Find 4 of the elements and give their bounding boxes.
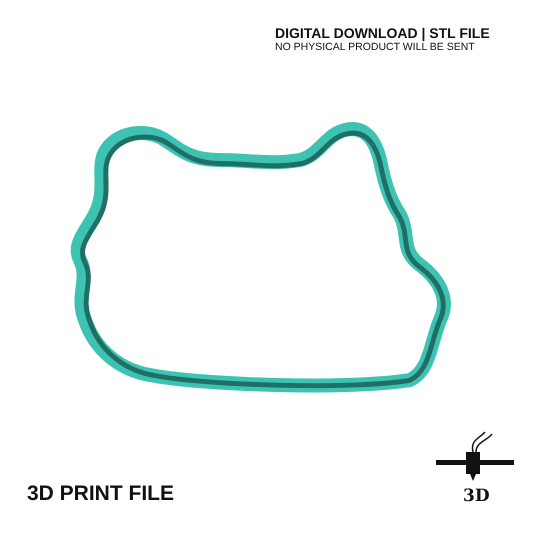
notice-text: NO PHYSICAL PRODUCT WILL BE SENT (275, 41, 475, 53)
heading-text: 3D PRINT FILE (27, 482, 174, 506)
heading-text: DIGITAL DOWNLOAD | STL FILE (275, 25, 490, 41)
3d-mark-text: 3D (463, 486, 490, 506)
